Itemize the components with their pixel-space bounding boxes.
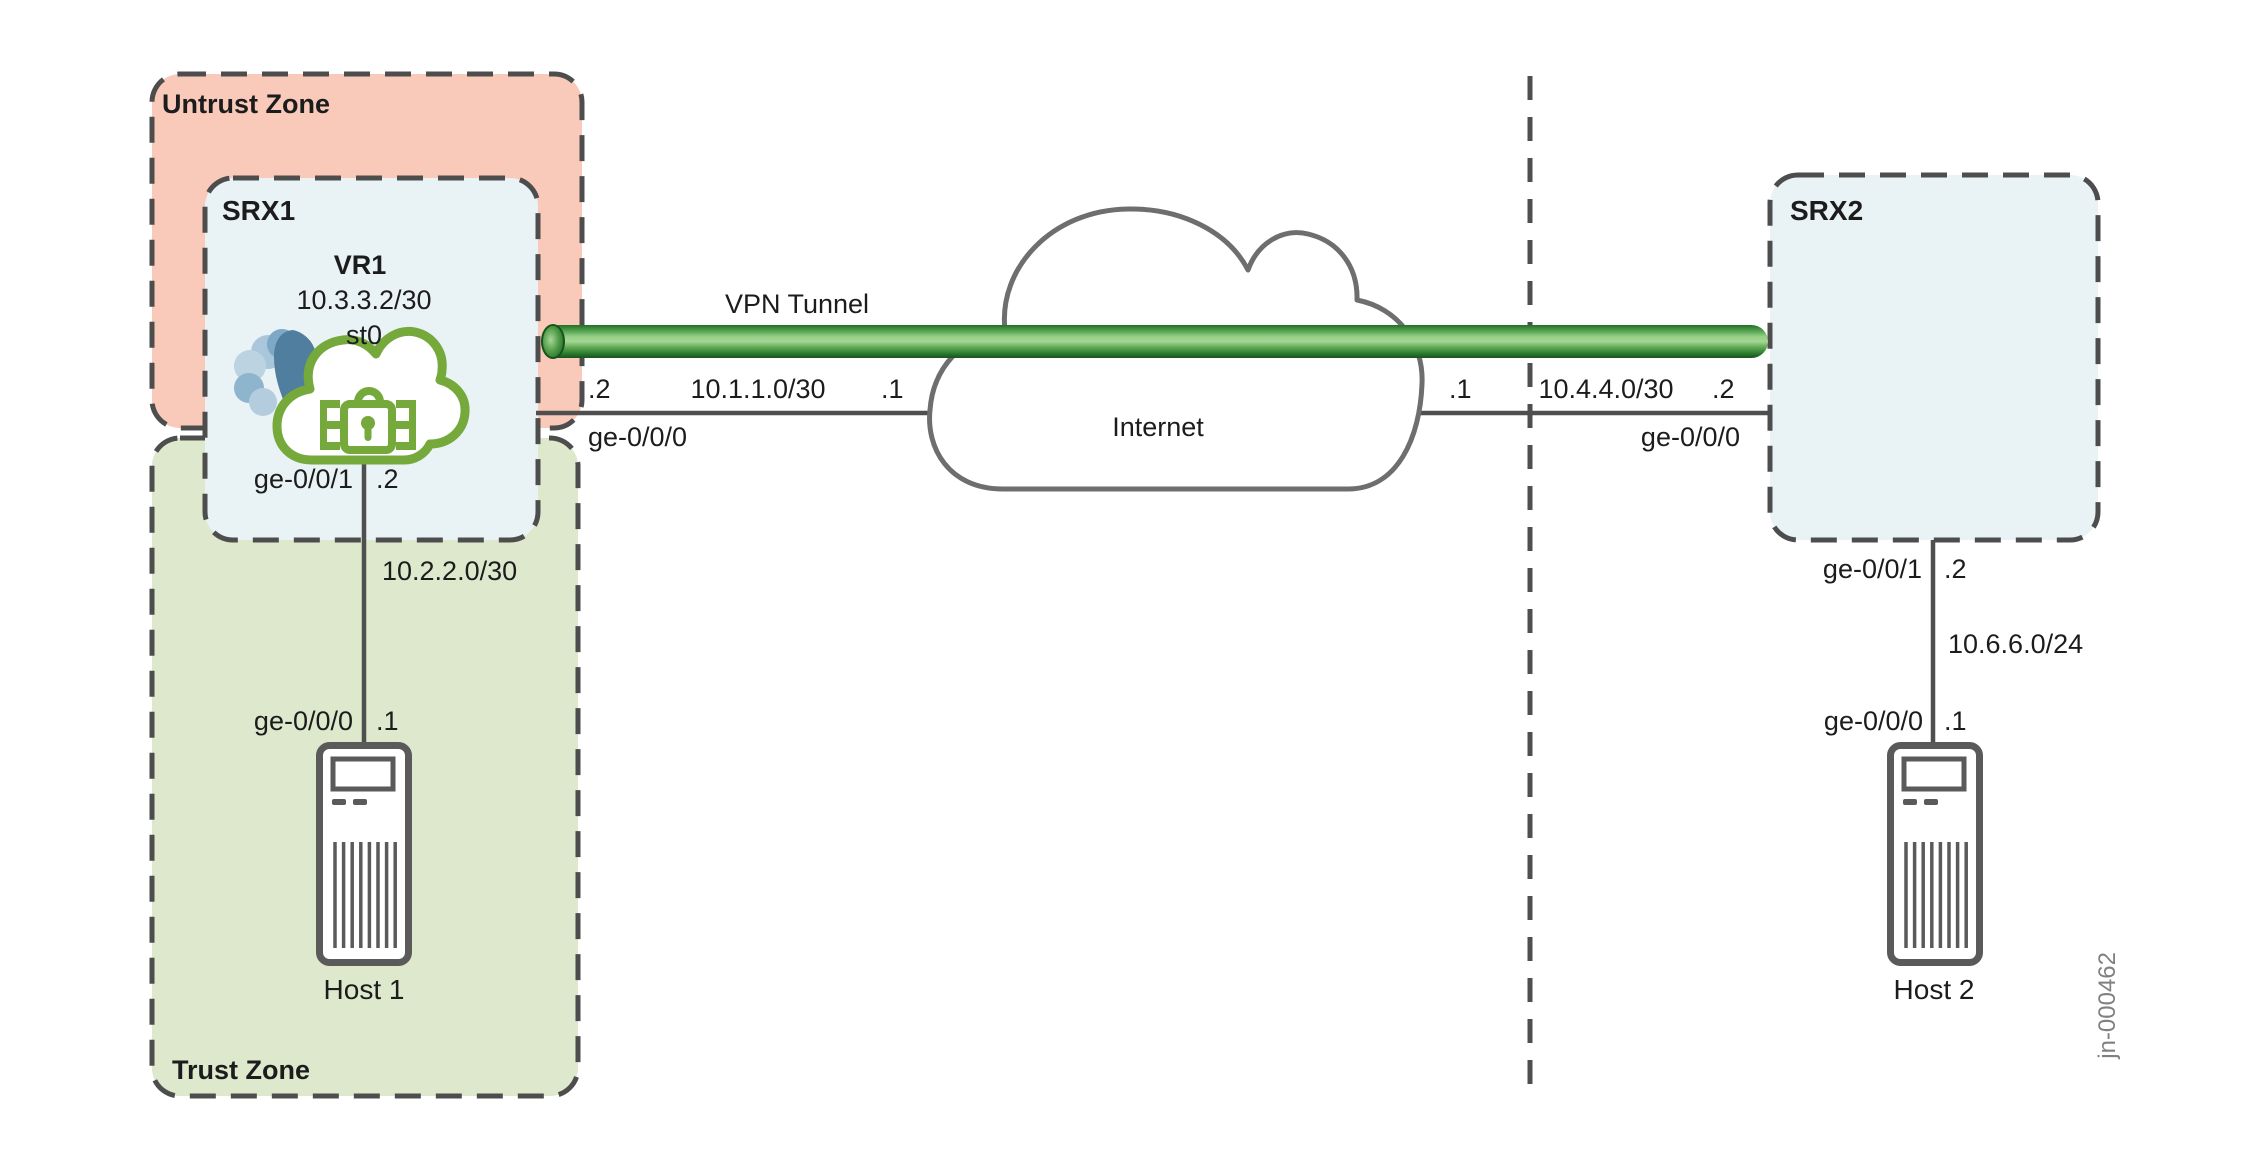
host2-server-icon	[1891, 746, 1980, 963]
srx2-box	[1767, 172, 2101, 543]
firewall-cloud-icon	[272, 326, 470, 465]
host1-server-icon	[320, 746, 409, 963]
srx2-lan-interface-label: ge-0/0/1	[1822, 554, 1922, 584]
srx2-host2-subnet: 10.6.6.0/24	[1948, 629, 2084, 659]
internet-label: Internet	[1112, 412, 1204, 442]
host2-label: Host 2	[1893, 974, 1975, 1005]
host1-label: Host 1	[323, 974, 405, 1005]
srx2-lan-addr: .2	[1944, 554, 1967, 584]
srx1-internet-cloud-addr: .1	[881, 374, 904, 404]
srx1-wan-interface-label: ge-0/0/0	[588, 422, 688, 452]
vpn-tunnel-label: VPN Tunnel	[724, 289, 870, 319]
srx1-label: SRX1	[222, 195, 296, 226]
host1-addr: .1	[376, 706, 399, 736]
srx1-lan-interface-label: ge-0/0/1	[253, 464, 353, 494]
untrust-zone-label: Untrust Zone	[162, 89, 330, 119]
srx1-internet-srx-addr: .2	[588, 374, 611, 404]
host2-interface-label: ge-0/0/0	[1823, 706, 1923, 736]
srx1-security-icon	[234, 326, 470, 465]
vpn-tunnel-tube	[541, 324, 1768, 359]
vr1-ip-label: 10.3.3.2/30	[296, 285, 432, 315]
trust-zone-label: Trust Zone	[172, 1055, 311, 1085]
host1-interface-label: ge-0/0/0	[253, 706, 353, 736]
figure-id: jn-000462	[2094, 952, 2121, 1059]
srx1-internet-subnet: 10.1.1.0/30	[690, 374, 826, 404]
srx2-label: SRX2	[1790, 195, 1864, 226]
internet-srx2-subnet: 10.4.4.0/30	[1538, 374, 1674, 404]
lock-icon	[340, 387, 396, 454]
internet-srx2-srx-addr: .2	[1712, 374, 1735, 404]
srx1-host1-subnet: 10.2.2.0/30	[382, 556, 518, 586]
vr1-label: VR1	[333, 250, 387, 280]
srx1-lan-addr: .2	[376, 464, 399, 494]
brick-wall-icon	[320, 400, 416, 450]
st0-interface-label: st0	[345, 320, 383, 350]
srx2-wan-interface-label: ge-0/0/0	[1640, 422, 1740, 452]
host2-addr: .1	[1944, 706, 1967, 736]
internet-srx2-cloud-addr: .1	[1449, 374, 1472, 404]
